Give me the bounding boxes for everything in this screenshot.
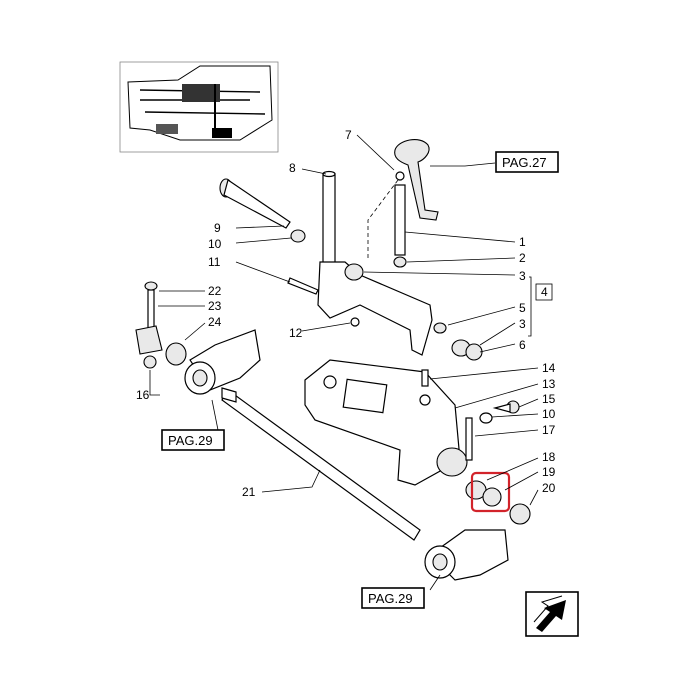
page-ref-label: PAG.29 bbox=[368, 591, 413, 606]
callout: 3 bbox=[519, 269, 526, 283]
callout: 21 bbox=[242, 485, 256, 499]
threaded-rod bbox=[393, 171, 407, 268]
bolt bbox=[287, 277, 319, 295]
page-ref-pag29-left[interactable]: PAG.29 bbox=[161, 429, 225, 451]
callout: 12 bbox=[289, 326, 303, 340]
lift-housing bbox=[304, 359, 468, 486]
callout: 8 bbox=[289, 161, 296, 175]
callout: 23 bbox=[208, 299, 222, 313]
callout: 5 bbox=[519, 301, 526, 315]
lift-arm bbox=[317, 261, 483, 361]
callout: 17 bbox=[542, 423, 556, 437]
page-ref-label: PAG.27 bbox=[502, 155, 547, 170]
callout: 24 bbox=[208, 315, 222, 329]
callout: 13 bbox=[542, 377, 556, 391]
callout: 11 bbox=[208, 255, 221, 269]
left-bracket bbox=[184, 329, 261, 395]
callout: 14 bbox=[542, 361, 556, 375]
callout: 20 bbox=[542, 481, 556, 495]
callout: 18 bbox=[542, 450, 556, 464]
bushing-group bbox=[465, 480, 531, 525]
callout-labels: 7 8 9 10 11 12 1 2 3 4 5 3 6 22 23 24 16… bbox=[136, 128, 556, 499]
pin bbox=[421, 369, 429, 387]
group-bracket-box bbox=[535, 283, 553, 301]
callout: 1 bbox=[519, 235, 526, 249]
callout: 3 bbox=[519, 317, 526, 331]
callout: 19 bbox=[542, 465, 556, 479]
callout: 2 bbox=[519, 251, 526, 265]
callout: 10 bbox=[208, 237, 222, 251]
callout: 16 bbox=[136, 388, 150, 402]
callout: 4 bbox=[541, 285, 548, 299]
right-bracket bbox=[424, 529, 509, 581]
vertical-rod bbox=[322, 170, 336, 265]
leader-lines bbox=[149, 134, 539, 591]
right-bolt-group bbox=[465, 400, 520, 461]
thumbnail-locator-icon[interactable] bbox=[119, 61, 279, 153]
long-shaft bbox=[221, 387, 421, 541]
long-pin bbox=[219, 178, 291, 229]
callout: 7 bbox=[345, 128, 352, 142]
left-bolt-group bbox=[135, 281, 187, 369]
callout: 6 bbox=[519, 338, 526, 352]
callout: 9 bbox=[214, 221, 221, 235]
page-ref-label: PAG.29 bbox=[168, 433, 213, 448]
next-page-arrow-icon[interactable] bbox=[525, 591, 579, 637]
callout: 15 bbox=[542, 392, 556, 406]
callout: 22 bbox=[208, 284, 222, 298]
washer bbox=[290, 229, 306, 243]
page-ref-pag27[interactable]: PAG.27 bbox=[495, 151, 559, 173]
highlight-box bbox=[470, 471, 511, 513]
lever-handle bbox=[394, 139, 439, 221]
page-ref-pag29-bottom[interactable]: PAG.29 bbox=[361, 587, 425, 609]
callout: 10 bbox=[542, 407, 556, 421]
